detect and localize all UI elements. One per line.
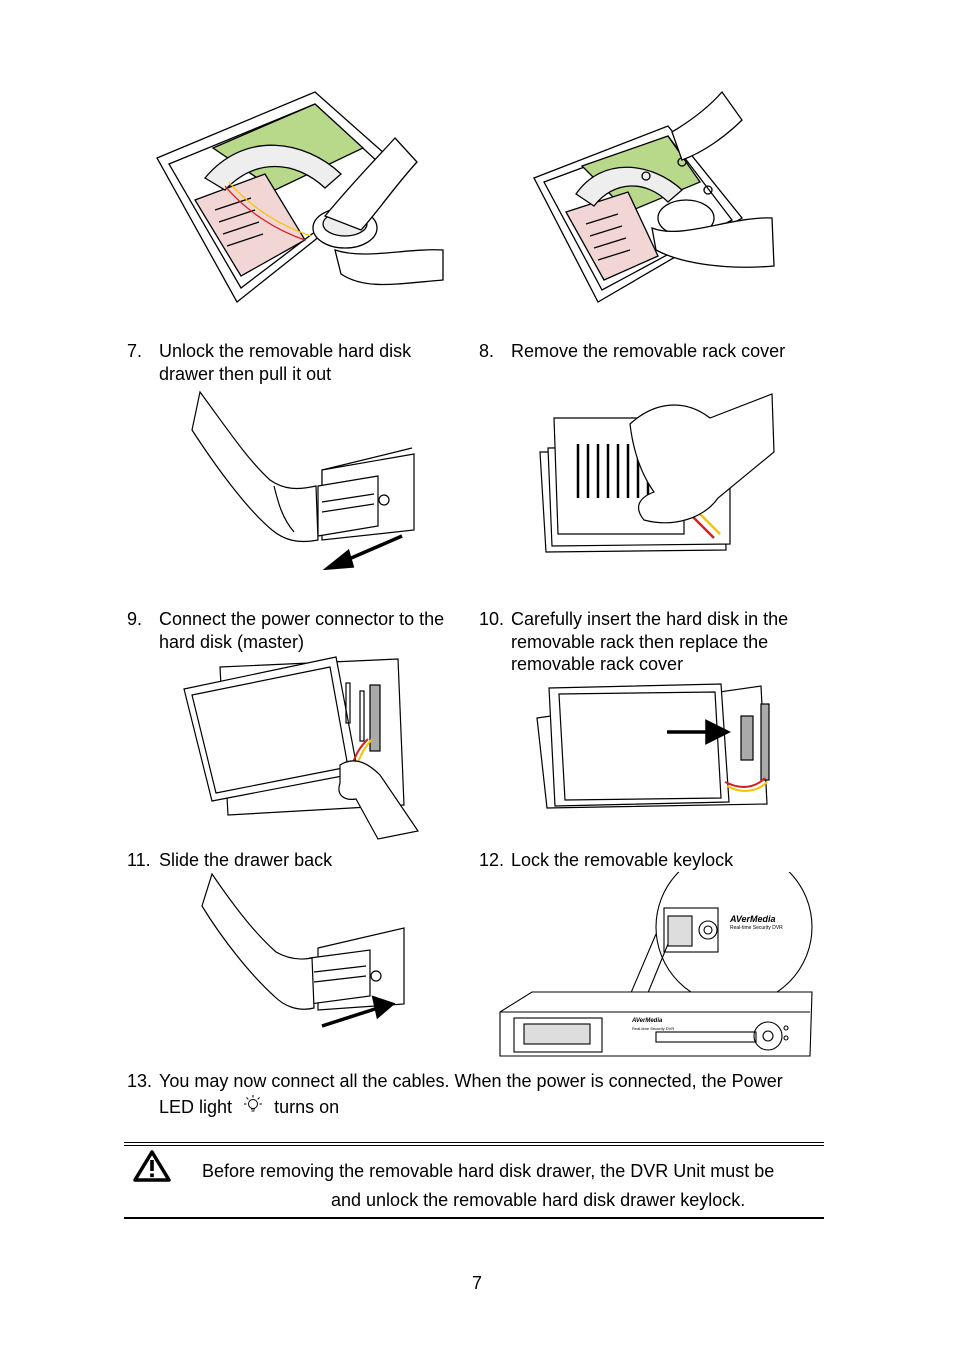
warning-text-line1: Before removing the removable hard disk … [202,1161,775,1181]
dvr-model: Real-time Security DVR [632,1026,675,1031]
step-number: 10. [479,609,505,629]
step-number: 11. [127,850,151,870]
step-text: Slide the drawer back [159,850,333,870]
step-number: 13. [127,1071,153,1091]
dvr-model-magnified: Real-time Security DVR [730,925,783,931]
note-top-rule-2 [124,1145,824,1146]
step-number: 8. [479,341,495,361]
figure-pull-drawer [191,390,415,570]
note-top-rule [124,1142,824,1143]
figure-insert-disk [536,683,770,809]
figure-slide-drawer-back [201,872,405,1028]
step-number: 9. [127,609,143,629]
step-text: Lock the removable keylock [511,850,734,870]
step-number: 12. [479,850,505,870]
page-number: 7 [471,1273,482,1293]
step-number: 7. [127,341,143,361]
figure-open-chassis-left [156,91,444,303]
warning-text-line2: and unlock the removable hard disk drawe… [331,1190,746,1210]
dvr-brand-magnified: AVerMedia [730,914,776,924]
warning-triangle-icon [133,1150,171,1182]
figure-open-chassis-right [533,90,775,303]
step-text: You may now connect all the cables. When… [159,1071,783,1117]
figure-remove-cover [539,393,775,553]
figure-connect-power [183,656,420,840]
power-led-icon [244,1095,263,1112]
note-bottom-rule [124,1217,824,1219]
dvr-brand: AVerMedia [632,1018,663,1024]
figure-lock-keylock: AVerMedia Real-time Security DVR AVerMed… [496,872,816,1062]
step-text: Remove the removable rack cover [511,341,786,361]
